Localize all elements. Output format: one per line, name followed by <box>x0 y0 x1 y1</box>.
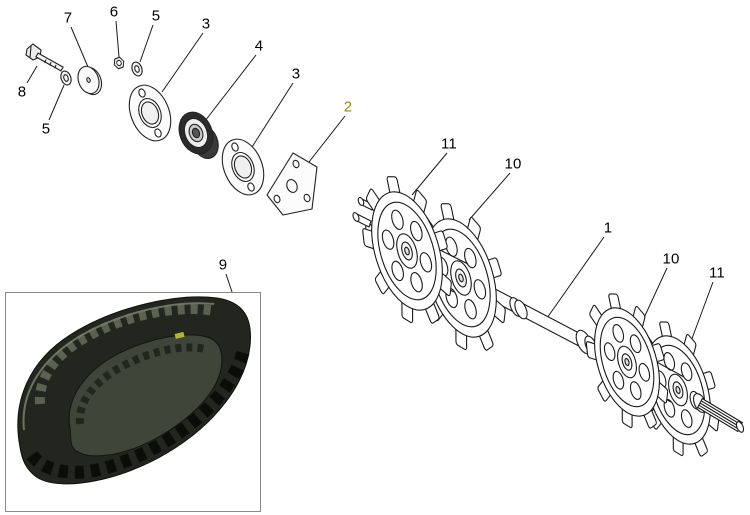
callout-7[interactable]: 7 <box>63 9 73 27</box>
callout-5-bottom[interactable]: 5 <box>41 120 51 138</box>
part-washer-5b <box>131 61 143 77</box>
callout-6[interactable]: 6 <box>109 3 119 21</box>
track-inner-opening <box>68 334 223 457</box>
callout-8[interactable]: 8 <box>17 83 27 101</box>
callout-3-top[interactable]: 3 <box>201 15 211 33</box>
track-yellow-mark <box>174 331 185 339</box>
part-retainer-plate-2 <box>266 152 318 216</box>
part-shaft-assembly-1 <box>346 165 745 469</box>
callout-9[interactable]: 9 <box>218 256 228 274</box>
part-disc-7 <box>77 65 103 96</box>
callout-11-left[interactable]: 11 <box>441 135 457 153</box>
part-bolt <box>25 43 64 72</box>
part-washer-5a <box>60 70 72 86</box>
callout-10-right[interactable]: 10 <box>662 250 680 268</box>
callout-11-right[interactable]: 11 <box>709 264 725 282</box>
callout-5-top[interactable]: 5 <box>151 7 161 25</box>
part-bearing-4 <box>178 111 219 159</box>
callout-4[interactable]: 4 <box>254 37 264 55</box>
shaft-splined-end <box>692 393 745 433</box>
part-nut-6 <box>113 56 125 70</box>
part-flange-3a <box>128 84 172 142</box>
callout-1[interactable]: 1 <box>603 219 613 237</box>
callout-10-left[interactable]: 10 <box>504 155 522 173</box>
part-flange-3b <box>221 138 265 196</box>
callout-3-mid[interactable]: 3 <box>291 65 301 83</box>
track-photo <box>17 296 252 485</box>
callout-2[interactable]: 2 <box>343 98 353 116</box>
